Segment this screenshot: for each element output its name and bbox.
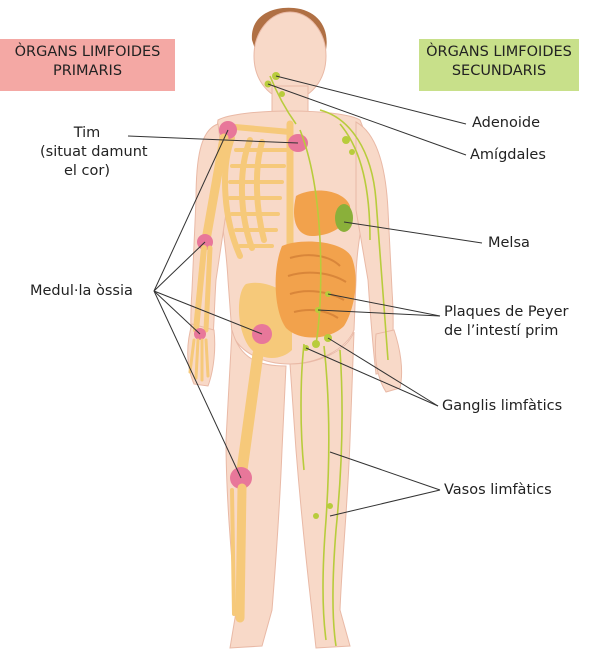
label-peyer: Plaques de Peyer de l’intestí prim [444,303,568,341]
label-tim: Tim (situat damunt el cor) [40,124,134,181]
label-adenoide: Adenoide [472,114,540,133]
tibia [240,488,242,618]
label-amigdales: Amígdales [470,146,546,165]
label-medulla: Medul·la òssia [30,282,133,301]
leg-node-2 [313,513,319,519]
armpit-node-2 [349,149,355,155]
label-tim-line1: Tim [40,124,134,143]
leg-node [327,503,333,509]
groin-node [312,340,320,348]
spleen [335,204,353,232]
armpit-node [342,136,350,144]
primary-header-line2: PRIMARIS [6,62,169,81]
right-hand [375,330,401,392]
neck-node [279,91,285,97]
secondary-lymphoid-organs-header: ÒRGANS LIMFOIDES SECUNDARIS [419,39,579,91]
label-melsa: Melsa [488,234,530,253]
label-peyer-line1: Plaques de Peyer [444,303,568,322]
fibula [232,490,234,614]
primary-header-line1: ÒRGANS LIMFOIDES [6,43,169,62]
primary-lymphoid-organs-header: ÒRGANS LIMFOIDES PRIMARIS [0,39,175,91]
right-leg [290,332,354,648]
label-tim-line2: (situat damunt [40,143,134,162]
label-peyer-line2: de l’intestí prim [444,322,568,341]
secondary-header-line1: ÒRGANS LIMFOIDES [425,43,573,62]
label-tim-line3: el cor) [40,162,134,181]
secondary-header-line2: SECUNDARIS [425,62,573,81]
label-ganglis: Ganglis limfàtics [442,397,562,416]
label-vasos: Vasos limfàtics [444,481,552,500]
